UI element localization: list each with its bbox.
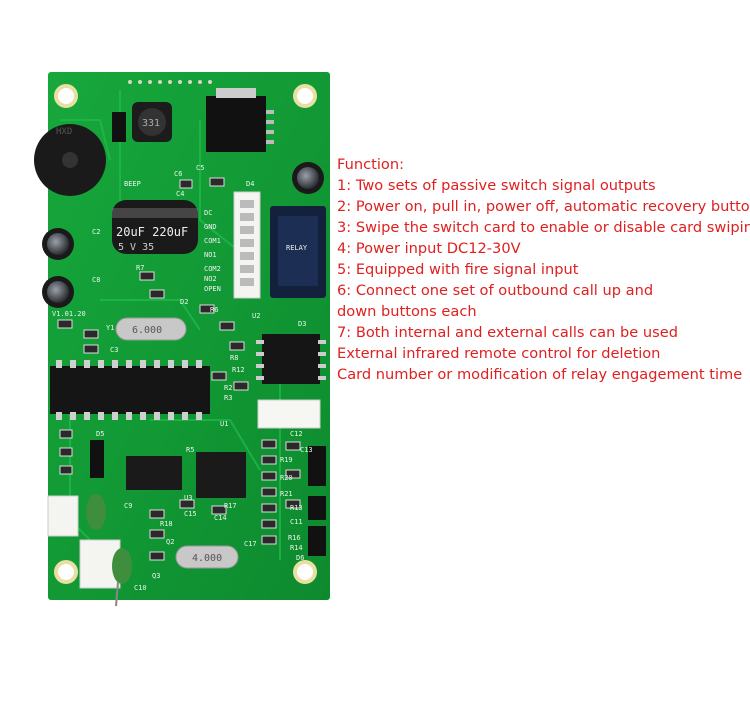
varistor-2 <box>112 548 132 584</box>
svg-text:C13: C13 <box>300 446 313 454</box>
svg-text:BEEP: BEEP <box>124 180 141 188</box>
function-title: Function: <box>337 156 404 173</box>
pin-labels: DC GND COM1 NO1 COM2 NO2 OPEN <box>204 209 221 293</box>
svg-text:GND: GND <box>204 223 217 231</box>
svg-text:R18: R18 <box>160 520 173 528</box>
svg-text:NO1: NO1 <box>204 251 217 259</box>
svg-text:R6: R6 <box>210 306 218 314</box>
svg-text:C17: C17 <box>244 540 257 548</box>
svg-text:C15: C15 <box>184 510 197 518</box>
svg-text:D6: D6 <box>296 554 304 562</box>
varistor-1 <box>86 494 106 530</box>
svg-text:U3: U3 <box>184 494 192 502</box>
diode <box>112 112 126 142</box>
svg-text:R7: R7 <box>136 264 144 272</box>
svg-text:D5: D5 <box>96 430 104 438</box>
svg-text:C11: C11 <box>290 518 303 526</box>
function-item: 4: Power input DC12-30V <box>337 240 521 257</box>
svg-text:C10: C10 <box>134 584 147 592</box>
function-item: Card number or modification of relay eng… <box>337 366 743 383</box>
white-connector-left <box>47 495 79 537</box>
svg-text:C9: C9 <box>124 502 132 510</box>
svg-text:R16: R16 <box>288 534 301 542</box>
small-capacitors <box>42 162 324 308</box>
crystal-oscillator-2: 4.000 <box>175 545 239 569</box>
svg-text:U2: U2 <box>252 312 260 320</box>
jumper-1 <box>90 440 104 478</box>
svg-text:D4: D4 <box>246 180 254 188</box>
smd-components <box>57 177 301 561</box>
jumper-4 <box>308 526 326 556</box>
header-pads <box>128 80 212 84</box>
svg-text:C14: C14 <box>214 514 227 522</box>
svg-text:R2: R2 <box>224 384 232 392</box>
voltage-regulator <box>206 88 274 152</box>
svg-text:R13: R13 <box>290 504 303 512</box>
svg-text:COM2: COM2 <box>204 265 221 273</box>
electrolytic-capacitor-large: 20uF 220uF 5 V 35 <box>112 200 198 254</box>
function-item: External infrared remote control for del… <box>337 345 661 362</box>
svg-text:OPEN: OPEN <box>204 285 221 293</box>
svg-text:4.000: 4.000 <box>192 553 222 564</box>
svg-text:U1: U1 <box>220 420 228 428</box>
capacitor-label: 20uF 220uF <box>116 225 188 239</box>
inductor-label: 331 <box>142 118 160 129</box>
svg-text:6.000: 6.000 <box>132 325 162 336</box>
svg-text:R12: R12 <box>232 366 245 374</box>
svg-text:Q3: Q3 <box>152 572 160 580</box>
svg-text:R3: R3 <box>224 394 232 402</box>
svg-text:R19: R19 <box>280 456 293 464</box>
svg-text:C8: C8 <box>92 276 100 284</box>
svg-text:D2: D2 <box>180 298 188 306</box>
svg-text:C2: C2 <box>92 228 100 236</box>
function-description: Function: 1: Two sets of passive switch … <box>337 154 750 385</box>
secondary-ic <box>256 334 326 384</box>
function-item: 3: Swipe the switch card to enable or di… <box>337 219 750 236</box>
svg-text:R17: R17 <box>224 502 237 510</box>
buzzer-label: HXD <box>56 127 72 137</box>
svg-text:R14: R14 <box>290 544 303 552</box>
function-item: 6: Connect one set of outbound call up a… <box>337 282 654 320</box>
buzzer: HXD <box>34 124 106 196</box>
svg-text:RELAY: RELAY <box>286 244 308 252</box>
function-item: 2: Power on, pull in, power off, automat… <box>337 198 750 215</box>
svg-text:R21: R21 <box>280 490 293 498</box>
function-item: 1: Two sets of passive switch signal out… <box>337 177 656 194</box>
svg-text:C3: C3 <box>110 346 118 354</box>
crystal-oscillator-1: 6.000 <box>115 317 187 341</box>
function-item: 5: Equipped with fire signal input <box>337 261 579 278</box>
microcontroller-ic <box>50 360 210 420</box>
capacitor-label-2: 5 V 35 <box>118 242 154 253</box>
soic-chip-2 <box>196 452 246 498</box>
svg-text:R20: R20 <box>280 474 293 482</box>
svg-text:DC: DC <box>204 209 212 217</box>
svg-text:C6: C6 <box>174 170 182 178</box>
svg-text:V1.01.20: V1.01.20 <box>52 310 86 318</box>
svg-text:D3: D3 <box>298 320 306 328</box>
svg-text:COM1: COM1 <box>204 237 221 245</box>
mounting-holes <box>54 84 317 584</box>
white-connector-top <box>257 399 321 429</box>
svg-text:Q2: Q2 <box>166 538 174 546</box>
inductor: 331 <box>132 102 172 142</box>
jumper-2 <box>308 446 326 486</box>
function-item: 7: Both internal and external calls can … <box>337 324 678 341</box>
svg-text:Y1: Y1 <box>106 324 114 332</box>
svg-text:R8: R8 <box>230 354 238 362</box>
svg-text:NO2: NO2 <box>204 275 217 283</box>
silkscreen-labels: BEEP D4 C2 C8 C4 C5 R7 D3 D2 R6 U2 R8 R1… <box>52 164 313 592</box>
soic-chip-1 <box>126 456 182 490</box>
terminal-connector <box>233 191 261 299</box>
svg-text:C4: C4 <box>176 190 184 198</box>
relay <box>270 206 326 298</box>
svg-text:C5: C5 <box>196 164 204 172</box>
svg-text:R5: R5 <box>186 446 194 454</box>
svg-text:C12: C12 <box>290 430 303 438</box>
jumper-3 <box>308 496 326 520</box>
